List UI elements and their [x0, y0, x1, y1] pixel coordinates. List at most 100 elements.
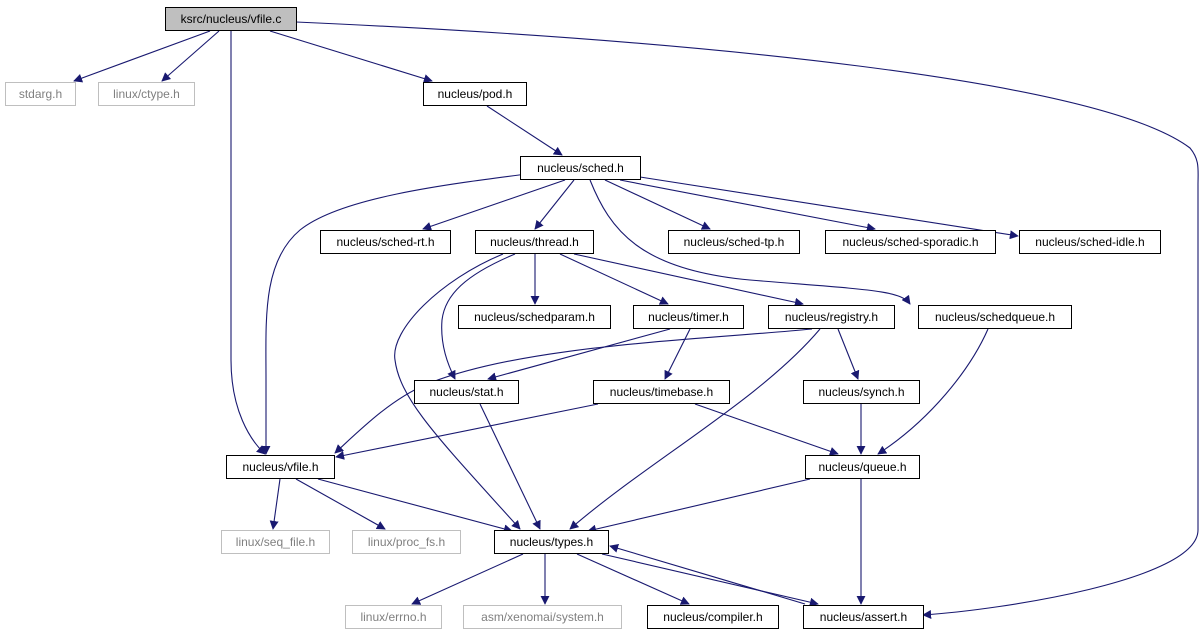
node-label: nucleus/sched-idle.h — [1035, 235, 1144, 249]
node-box — [668, 230, 800, 254]
node-label: nucleus/sched.h — [537, 161, 624, 175]
node-box — [221, 530, 330, 554]
node-label: nucleus/schedqueue.h — [935, 310, 1055, 324]
node-label: nucleus/schedparam.h — [474, 310, 595, 324]
edge-registry-to-vfile-h — [334, 328, 813, 454]
node-box — [352, 530, 461, 554]
node-label: nucleus/sched-tp.h — [684, 235, 785, 249]
node-ctype: linux/ctype.h — [98, 82, 195, 106]
node-timer[interactable]: nucleus/timer.h — [633, 305, 744, 329]
edge-sched-to-sched-tp — [604, 179, 711, 230]
edge-timebase-to-vfile-h — [335, 403, 599, 460]
node-label: linux/ctype.h — [113, 87, 180, 101]
edge-timer-to-stat — [487, 328, 671, 382]
node-synch[interactable]: nucleus/synch.h — [803, 380, 920, 404]
edge-pod-to-sched — [486, 105, 563, 156]
node-schedqueue[interactable]: nucleus/schedqueue.h — [918, 305, 1072, 329]
edge-vfile-h-to-seq-file — [269, 478, 281, 530]
node-label: nucleus/types.h — [510, 535, 593, 549]
node-queue[interactable]: nucleus/queue.h — [805, 455, 920, 479]
node-box — [918, 305, 1072, 329]
edge-assert-to-types — [609, 543, 806, 605]
edge-timebase-to-queue — [694, 403, 839, 456]
node-vfile-h[interactable]: nucleus/vfile.h — [226, 455, 335, 479]
node-types[interactable]: nucleus/types.h — [494, 530, 609, 554]
node-box — [768, 305, 895, 329]
edge-vfile-h-to-proc-fs — [295, 478, 386, 530]
node-label: nucleus/synch.h — [818, 385, 904, 399]
node-label: linux/errno.h — [360, 610, 426, 624]
edge-thread-to-timer — [559, 253, 669, 305]
node-box — [520, 156, 641, 180]
node-box — [463, 605, 622, 629]
edge-queue-to-types — [587, 478, 811, 534]
node-timebase[interactable]: nucleus/timebase.h — [593, 380, 730, 404]
node-label: nucleus/pod.h — [438, 87, 513, 101]
node-box — [320, 230, 451, 254]
node-stat[interactable]: nucleus/stat.h — [414, 380, 519, 404]
node-errno: linux/errno.h — [345, 605, 442, 629]
edge-sched-to-vfile-h — [261, 172, 536, 455]
node-proc-fs: linux/proc_fs.h — [352, 530, 461, 554]
node-vfile-c[interactable]: ksrc/nucleus/vfile.c — [165, 7, 297, 31]
edge-thread-to-registry — [573, 253, 804, 307]
node-label: nucleus/registry.h — [785, 310, 878, 324]
node-label: nucleus/vfile.h — [242, 460, 318, 474]
node-sched-sporadic[interactable]: nucleus/sched-sporadic.h — [825, 230, 996, 254]
node-box — [226, 455, 335, 479]
node-compiler[interactable]: nucleus/compiler.h — [647, 605, 779, 629]
edge-sched-to-sched-rt — [422, 179, 566, 231]
node-box — [803, 605, 924, 629]
edge-vfile-c-to-ctype — [161, 30, 220, 82]
node-label: nucleus/thread.h — [490, 235, 579, 249]
node-box — [805, 455, 920, 479]
node-box — [647, 605, 779, 629]
node-sched[interactable]: nucleus/sched.h — [520, 156, 641, 180]
node-sched-idle[interactable]: nucleus/sched-idle.h — [1019, 230, 1161, 254]
edge-registry-to-types — [569, 328, 821, 530]
node-label: nucleus/assert.h — [820, 610, 907, 624]
node-box — [98, 82, 195, 106]
edge-vfile-h-to-types — [317, 478, 513, 534]
edge-sched-to-schedqueue — [589, 179, 911, 305]
node-label: nucleus/timer.h — [648, 310, 729, 324]
node-box — [825, 230, 996, 254]
edge-vfile-c-to-stdarg — [73, 30, 211, 83]
node-thread[interactable]: nucleus/thread.h — [475, 230, 594, 254]
node-label: nucleus/compiler.h — [663, 610, 762, 624]
node-schedparam[interactable]: nucleus/schedparam.h — [458, 305, 611, 329]
node-label: asm/xenomai/system.h — [481, 610, 604, 624]
edge-sched-to-thread — [534, 179, 575, 230]
edge-vfile-c-to-pod — [269, 30, 433, 83]
node-box — [165, 7, 297, 31]
node-box — [494, 530, 609, 554]
edge-schedqueue-to-queue — [877, 328, 989, 455]
node-label: linux/proc_fs.h — [368, 535, 445, 549]
edge-thread-to-types — [394, 253, 521, 530]
node-sched-tp[interactable]: nucleus/sched-tp.h — [668, 230, 800, 254]
node-box — [475, 230, 594, 254]
node-stdarg: stdarg.h — [5, 82, 76, 106]
node-seq-file: linux/seq_file.h — [221, 530, 330, 554]
node-sched-rt[interactable]: nucleus/sched-rt.h — [320, 230, 451, 254]
node-label: stdarg.h — [19, 87, 62, 101]
edge-vfile-c-to-assert — [295, 21, 1199, 619]
edge-types-to-errno — [411, 553, 524, 605]
node-label: nucleus/stat.h — [429, 385, 503, 399]
edge-sched-to-sched-idle — [639, 176, 1019, 240]
node-assert[interactable]: nucleus/assert.h — [803, 605, 924, 629]
node-label: linux/seq_file.h — [236, 535, 315, 549]
node-label: nucleus/queue.h — [818, 460, 906, 474]
node-box — [803, 380, 920, 404]
node-registry[interactable]: nucleus/registry.h — [768, 305, 895, 329]
edge-vfile-c-to-vfile-h — [230, 31, 266, 455]
node-box — [414, 380, 519, 404]
node-pod[interactable]: nucleus/pod.h — [423, 82, 527, 106]
node-system: asm/xenomai/system.h — [463, 605, 622, 629]
edge-sched-to-sched-sporadic — [619, 179, 876, 232]
node-box — [345, 605, 442, 629]
node-box — [593, 380, 730, 404]
edge-stat-to-types — [479, 403, 541, 530]
edge-timer-to-timebase — [664, 328, 691, 380]
node-label: nucleus/timebase.h — [610, 385, 713, 399]
